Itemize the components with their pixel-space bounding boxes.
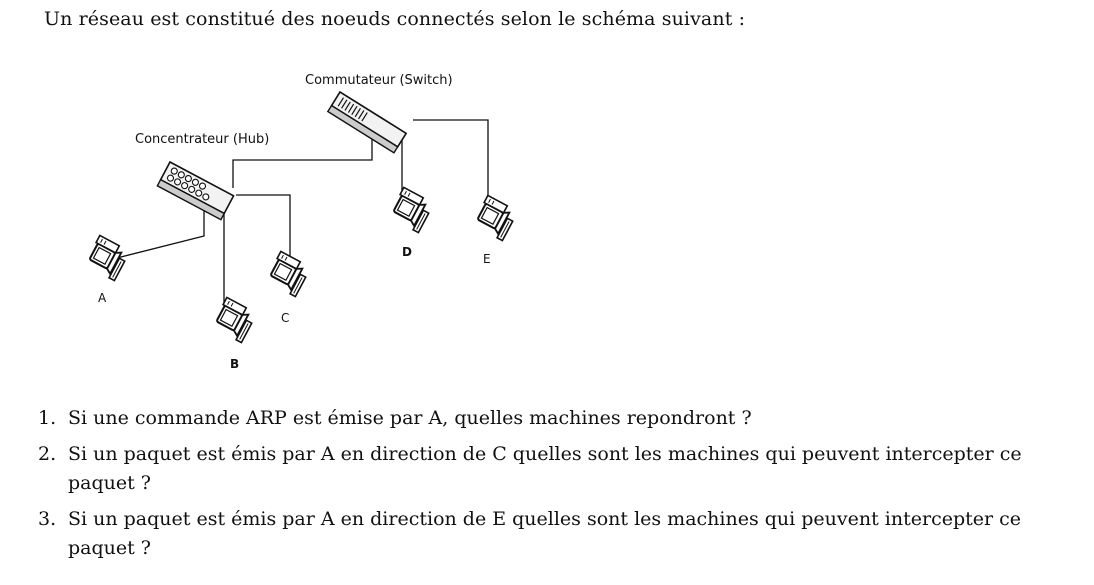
computer-icon-a — [83, 234, 131, 282]
node-label-b: B — [230, 357, 239, 371]
node-label-d: D — [402, 245, 412, 259]
question-number: 3. — [38, 508, 57, 530]
question-text: Si un paquet est émis par A en direction… — [68, 508, 1022, 559]
intro-text: Un réseau est constitué des noeuds conne… — [44, 8, 746, 30]
node-label-a: A — [98, 291, 107, 305]
computer-icon-d — [387, 186, 435, 234]
node-label-e: E — [483, 252, 491, 266]
hub-device — [156, 160, 235, 221]
switch-device — [326, 90, 408, 154]
computer-icon-c — [264, 250, 312, 298]
question-number: 1. — [38, 407, 57, 429]
question-item: 1. Si une commande ARP est émise par A, … — [38, 404, 1068, 433]
node-label-c: C — [281, 311, 289, 325]
hub-label: Concentrateur (Hub) — [135, 132, 269, 147]
question-text: Si un paquet est émis par A en direction… — [68, 443, 1022, 494]
question-item: 3. Si un paquet est émis par A en direct… — [38, 505, 1068, 563]
connection-lines — [116, 119, 489, 310]
question-text: Si une commande ARP est émise par A, que… — [68, 407, 752, 429]
network-diagram: Commutateur (Switch) Concentrateur (Hub)… — [83, 73, 519, 371]
computer-icon-e — [471, 194, 519, 242]
question-number: 2. — [38, 443, 57, 465]
switch-label: Commutateur (Switch) — [305, 73, 453, 88]
question-list: 1. Si une commande ARP est émise par A, … — [38, 404, 1068, 570]
question-item: 2. Si un paquet est émis par A en direct… — [38, 440, 1068, 498]
computer-icon-b — [210, 296, 258, 344]
